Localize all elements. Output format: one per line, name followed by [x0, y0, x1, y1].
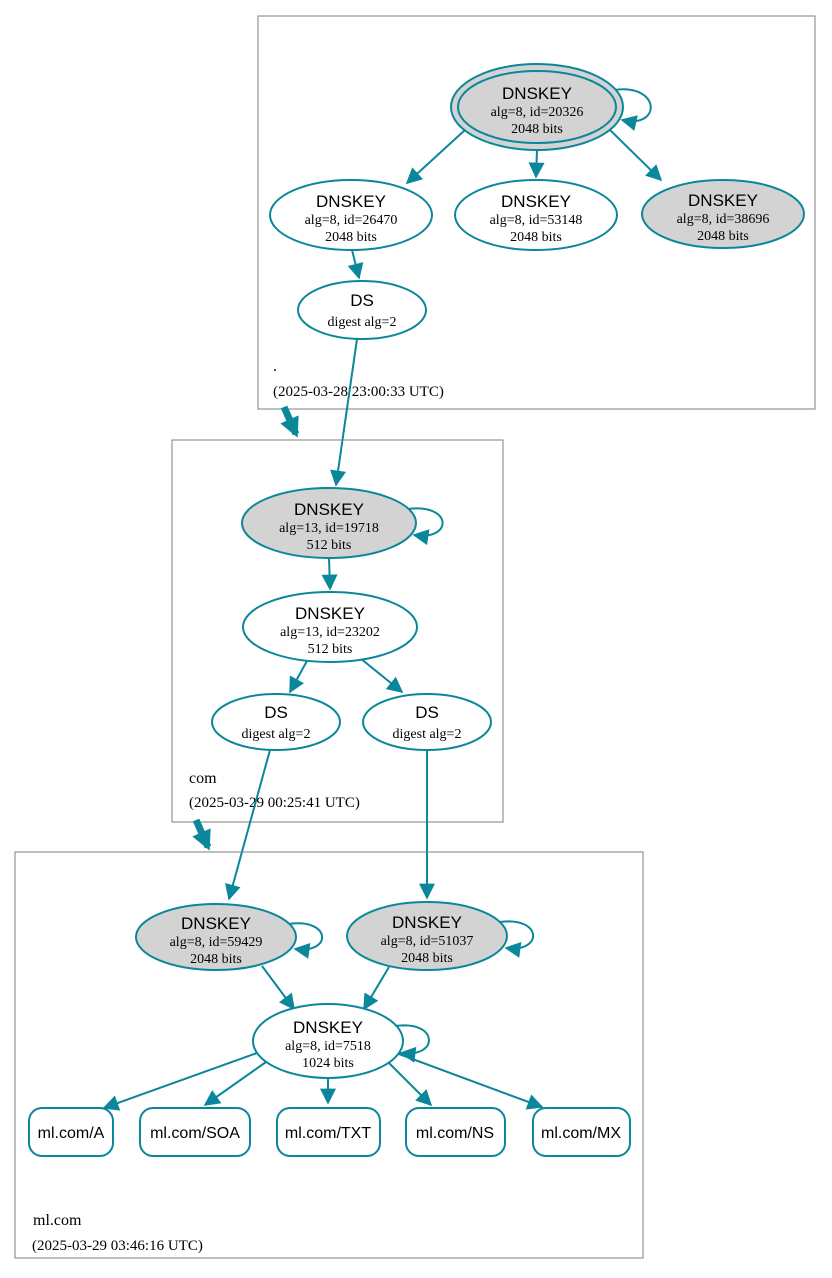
- edge-20326-to-26470: [405, 129, 466, 185]
- edge-7518-to-rrset-soa: [203, 1061, 267, 1106]
- delegation-arrow-com-to-mlcom: [192, 818, 212, 851]
- dnskey-20326-detail: alg=8, id=20326: [491, 105, 584, 120]
- dnskey-51037-title: DNSKEY: [392, 913, 462, 932]
- zone-root-name: .: [273, 358, 277, 375]
- rrset-ml-com-mx-label: ml.com/MX: [541, 1125, 621, 1142]
- zone-mlcom-box: [14, 851, 644, 1259]
- ds-com-left-detail: digest alg=2: [242, 727, 311, 742]
- zone-root: . (2025-03-28 23:00:33 UTC) DNSKEY alg=8…: [257, 15, 816, 410]
- dnskey-node-26470: DNSKEY alg=8, id=26470 2048 bits: [269, 179, 433, 251]
- ds-com-left-title: DS: [264, 703, 288, 722]
- edge-20326-to-38696: [607, 127, 663, 182]
- ds-node-com-right: DS digest alg=2: [362, 693, 492, 751]
- dnskey-23202-size: 512 bits: [308, 642, 353, 657]
- dnskey-19718-detail: alg=13, id=19718: [279, 521, 379, 536]
- dnskey-node-20326: DNSKEY alg=8, id=20326 2048 bits: [450, 63, 624, 151]
- rrset-node-ml-com-soa: ml.com/SOA: [139, 1107, 251, 1157]
- dnskey-7518-title: DNSKEY: [293, 1018, 363, 1037]
- ds-com-right-detail: digest alg=2: [393, 727, 462, 742]
- dnskey-node-23202: DNSKEY alg=13, id=23202 512 bits: [242, 591, 418, 663]
- ds-root-detail: digest alg=2: [328, 315, 397, 330]
- dnskey-38696-size: 2048 bits: [697, 229, 749, 244]
- dnskey-19718-size: 512 bits: [307, 538, 352, 553]
- ds-node-com-left: DS digest alg=2: [211, 693, 341, 751]
- ds-com-right-title: DS: [415, 703, 439, 722]
- rrset-ml-com-ns-label: ml.com/NS: [416, 1125, 494, 1142]
- dnskey-20326-title: DNSKEY: [502, 84, 572, 103]
- edge-19718-to-23202: [321, 557, 338, 591]
- selfloop-dnskey-51037: [499, 920, 535, 958]
- dnskey-node-53148: DNSKEY alg=8, id=53148 2048 bits: [454, 179, 618, 251]
- dnskey-59429-title: DNSKEY: [181, 914, 251, 933]
- zone-mlcom: ml.com (2025-03-29 03:46:16 UTC) DNSKEY …: [14, 851, 644, 1259]
- dnskey-53148-size: 2048 bits: [510, 230, 562, 245]
- dnskey-node-38696: DNSKEY alg=8, id=38696 2048 bits: [641, 179, 805, 249]
- dnskey-node-19718: DNSKEY alg=13, id=19718 512 bits: [241, 487, 417, 559]
- edge-7518-to-rrset-mx: [398, 1053, 544, 1110]
- dnskey-53148-detail: alg=8, id=53148: [490, 213, 583, 228]
- dnskey-node-59429: DNSKEY alg=8, id=59429 2048 bits: [135, 903, 297, 971]
- dnskey-23202-title: DNSKEY: [295, 604, 365, 623]
- edge-7518-to-rrset-a: [102, 1052, 258, 1111]
- dnskey-7518-size: 1024 bits: [302, 1056, 354, 1071]
- zone-com-name: com: [189, 770, 217, 787]
- zone-com-box: [171, 439, 504, 823]
- dnskey-23202-detail: alg=13, id=23202: [280, 625, 380, 640]
- delegation-arrow-root-to-com: [280, 405, 300, 438]
- dnskey-20326-size: 2048 bits: [511, 122, 563, 137]
- selfloop-dnskey-7518: [395, 1024, 430, 1063]
- selfloop-dnskey-59429: [288, 922, 324, 959]
- edge-7518-to-rrset-ns: [388, 1062, 433, 1107]
- selfloop-dnskey-20326: [613, 88, 652, 131]
- dnskey-59429-detail: alg=8, id=59429: [170, 935, 263, 950]
- dnskey-node-7518: DNSKEY alg=8, id=7518 1024 bits: [252, 1003, 404, 1079]
- ds-root-title: DS: [350, 291, 374, 310]
- dnskey-node-51037: DNSKEY alg=8, id=51037 2048 bits: [346, 901, 508, 971]
- zone-com-timestamp: (2025-03-29 00:25:41 UTC): [189, 795, 360, 811]
- dnskey-53148-title: DNSKEY: [501, 192, 571, 211]
- dnskey-51037-size: 2048 bits: [401, 951, 453, 966]
- zone-root-box: [257, 15, 816, 410]
- edge-59429-to-7518: [261, 965, 295, 1011]
- rrset-node-ml-com-a: ml.com/A: [28, 1107, 114, 1157]
- edge-26470-to-ds: [347, 249, 364, 280]
- zone-mlcom-timestamp: (2025-03-29 03:46:16 UTC): [32, 1238, 203, 1254]
- rrset-ml-com-a-label: ml.com/A: [38, 1125, 105, 1142]
- dnskey-19718-title: DNSKEY: [294, 500, 364, 519]
- dnskey-51037-detail: alg=8, id=51037: [381, 934, 474, 949]
- edge-20326-to-53148: [528, 149, 545, 179]
- selfloop-dnskey-19718: [407, 507, 444, 546]
- edge-23202-to-ds-left: [289, 658, 309, 694]
- dnskey-26470-detail: alg=8, id=26470: [305, 213, 398, 228]
- rrset-ml-com-soa-label: ml.com/SOA: [150, 1125, 240, 1142]
- edge-root-ds-to-com-dnskey-19718: [330, 338, 358, 487]
- ds-node-root: DS digest alg=2: [297, 280, 427, 340]
- rrset-node-ml-com-txt: ml.com/TXT: [276, 1107, 381, 1157]
- rrset-ml-com-txt-label: ml.com/TXT: [285, 1125, 371, 1142]
- zone-root-timestamp: (2025-03-28 23:00:33 UTC): [273, 384, 444, 400]
- edge-51037-to-7518: [363, 966, 390, 1011]
- dnskey-26470-size: 2048 bits: [325, 230, 377, 245]
- rrset-node-ml-com-mx: ml.com/MX: [532, 1107, 631, 1157]
- dnskey-59429-size: 2048 bits: [190, 952, 242, 967]
- dnskey-7518-detail: alg=8, id=7518: [285, 1039, 371, 1054]
- zone-mlcom-name: ml.com: [33, 1212, 82, 1229]
- zone-com: com (2025-03-29 00:25:41 UTC) DNSKEY alg…: [171, 439, 504, 823]
- dnskey-38696-detail: alg=8, id=38696: [677, 212, 770, 227]
- rrset-node-ml-com-ns: ml.com/NS: [405, 1107, 506, 1157]
- edge-com-ds-left-to-dnskey-59429: [225, 749, 271, 901]
- dnskey-26470-title: DNSKEY: [316, 192, 386, 211]
- dnskey-38696-title: DNSKEY: [688, 191, 758, 210]
- edge-23202-to-ds-right: [359, 657, 404, 694]
